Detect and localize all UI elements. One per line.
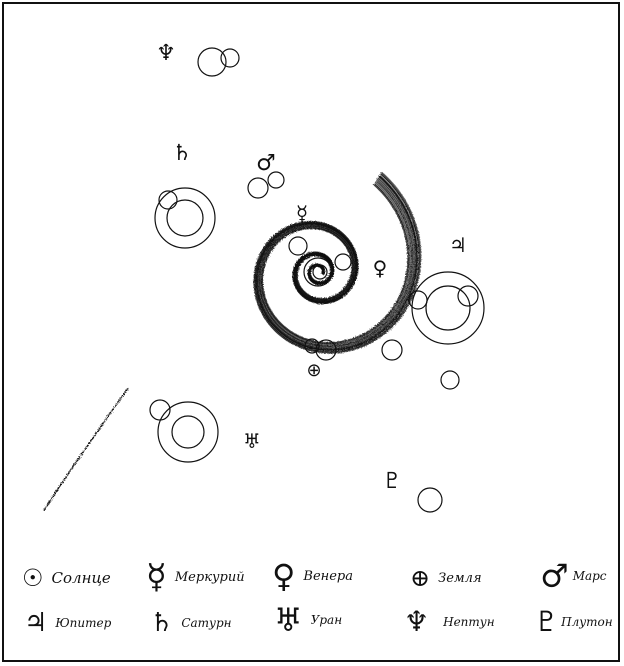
sun-icon: ☉ — [22, 566, 44, 590]
orbit-loop — [382, 340, 402, 360]
venus-icon: ♀ — [272, 560, 295, 592]
earth-icon: ⊕ — [410, 566, 430, 590]
orbit-loop — [418, 488, 442, 512]
legend-item-earth: ⊕ Земля — [410, 566, 482, 590]
orbit-loop — [172, 416, 204, 448]
orbit-loop — [426, 286, 470, 330]
mars-icon: ♂ — [540, 560, 569, 592]
pluto-icon: ♇ — [534, 608, 559, 636]
orbit-loop — [441, 371, 459, 389]
orbit-loop — [458, 286, 478, 306]
planet-marker: ♀ — [373, 256, 388, 280]
planet-marker: ♇ — [382, 469, 402, 494]
legend-item-mars: ♂ Марс — [540, 560, 607, 592]
legend-label-uranus: Уран — [311, 613, 342, 627]
planet-marker: ♃ — [449, 233, 467, 257]
planet-orbits — [150, 48, 484, 512]
legend-item-sun: ☉ Солнце — [22, 566, 111, 590]
planet-marker: ⊕ — [306, 360, 321, 381]
legend-label-mercury: Меркурий — [175, 570, 245, 585]
legend-label-neptune: Нептун — [443, 615, 495, 629]
neptune-icon: ♆ — [404, 608, 429, 636]
orbit-loop — [167, 200, 203, 236]
spiral-arm — [44, 172, 421, 510]
legend-label-sun: Солнце — [52, 569, 111, 587]
planet-marker: ☿ — [296, 201, 308, 225]
planet-marker: ♆ — [156, 41, 176, 66]
legend-item-jupiter: ♃ Юпитер — [24, 610, 111, 636]
planet-marker: ♅ — [243, 429, 261, 453]
orbit-loop — [158, 402, 218, 462]
saturn-icon: ♄ — [150, 610, 173, 636]
legend-item-mercury: ☿ Меркурий — [146, 560, 245, 594]
planet-marker: ♂ — [256, 151, 276, 176]
jupiter-icon: ♃ — [24, 610, 47, 636]
legend-label-venus: Венера — [303, 569, 353, 584]
orbit-loop — [221, 49, 239, 67]
orbit-loop — [155, 188, 215, 248]
legend-label-mars: Марс — [573, 569, 607, 583]
legend-label-saturn: Сатурн — [181, 616, 231, 630]
orbit-loop — [289, 237, 307, 255]
planet-marker: ♄ — [172, 141, 192, 166]
uranus-icon: ♅ — [274, 604, 303, 636]
legend-label-jupiter: Юпитер — [55, 616, 111, 630]
mercury-icon: ☿ — [146, 560, 167, 594]
legend-item-pluto: ♇ Плутон — [534, 608, 613, 636]
orbit-loop — [335, 254, 351, 270]
legend-item-neptune: ♆ Нептун — [404, 608, 495, 636]
legend-item-saturn: ♄ Сатурн — [150, 610, 232, 636]
legend-item-uranus: ♅ Уран — [274, 604, 342, 636]
legend-label-pluto: Плутон — [561, 615, 613, 629]
legend-item-venus: ♀ Венера — [272, 560, 353, 592]
legend-label-earth: Земля — [438, 571, 481, 586]
spiral-tail — [44, 388, 128, 510]
orbit-loop — [248, 178, 268, 198]
